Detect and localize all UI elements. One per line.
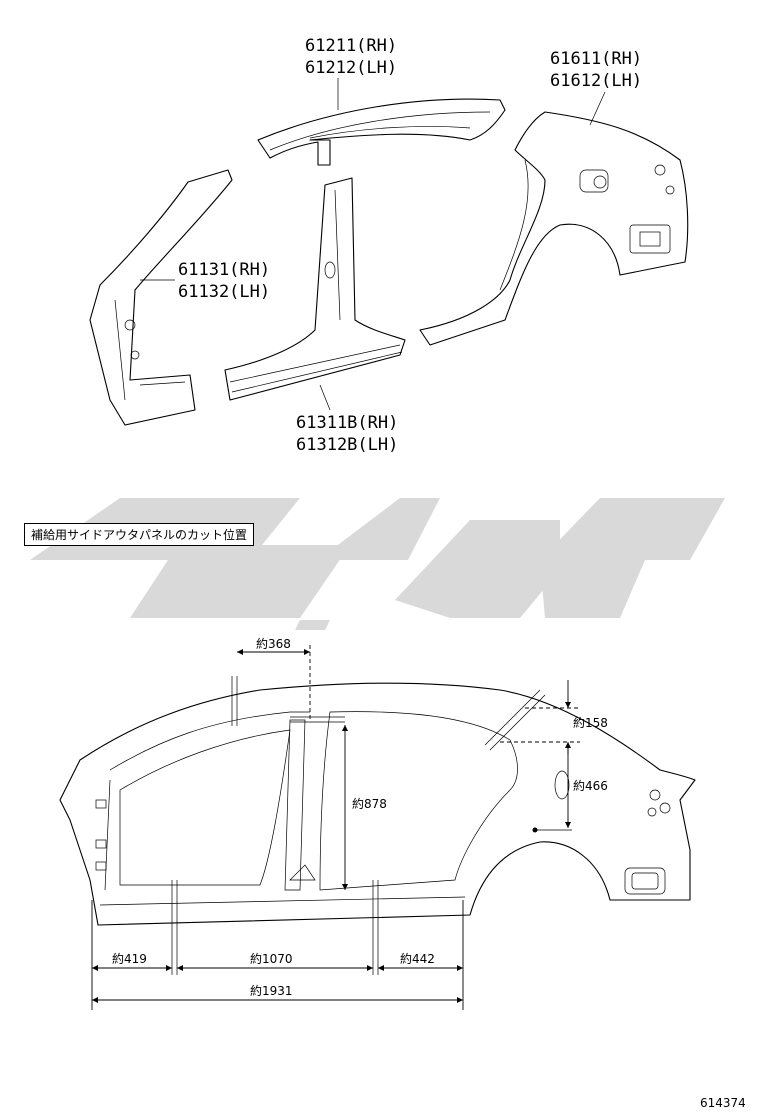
- cut-markers: [171, 676, 546, 975]
- part-number-61212: 61212(LH): [305, 58, 397, 78]
- watermark-logo: [30, 498, 725, 630]
- dimension-label-368: 約368: [256, 636, 291, 651]
- cut-position-note: 補給用サイドアウタパネルのカット位置: [24, 523, 255, 546]
- bottom-dimensions: 約419 約1070 約442 約1931: [91, 900, 464, 1010]
- dimension-label-1070: 約1070: [250, 951, 293, 966]
- part-number-61312b: 61312B(LH): [296, 435, 398, 455]
- dimension-878: 約878: [342, 725, 387, 890]
- roof-side-rail-part: [257, 98, 506, 166]
- part-number-61211: 61211(RH): [305, 36, 397, 56]
- dimension-label-466: 約466: [573, 778, 608, 793]
- front-pillar-part: [89, 169, 233, 426]
- part-number-61611: 61611(RH): [550, 49, 642, 69]
- dimension-466: 約466: [532, 748, 608, 833]
- side-outer-panel: [59, 682, 696, 926]
- dimension-label-1931: 約1931: [250, 983, 293, 998]
- part-number-61132: 61132(LH): [178, 282, 270, 302]
- dimension-label-158: 約158: [573, 715, 608, 730]
- quarter-panel-part: [419, 111, 689, 346]
- dimension-368: 約368: [237, 636, 311, 720]
- dimension-label-419: 約419: [112, 951, 147, 966]
- rocker-center-pillar-part: [224, 177, 406, 401]
- part-number-61131: 61131(RH): [178, 260, 270, 280]
- dimension-label-878: 約878: [352, 796, 387, 811]
- part-number-61612: 61612(LH): [550, 71, 642, 91]
- reference-code: 614374: [700, 1096, 746, 1110]
- part-number-61311b: 61311B(RH): [296, 413, 398, 433]
- dimension-158: 約158: [500, 680, 608, 755]
- dimension-label-442: 約442: [400, 951, 435, 966]
